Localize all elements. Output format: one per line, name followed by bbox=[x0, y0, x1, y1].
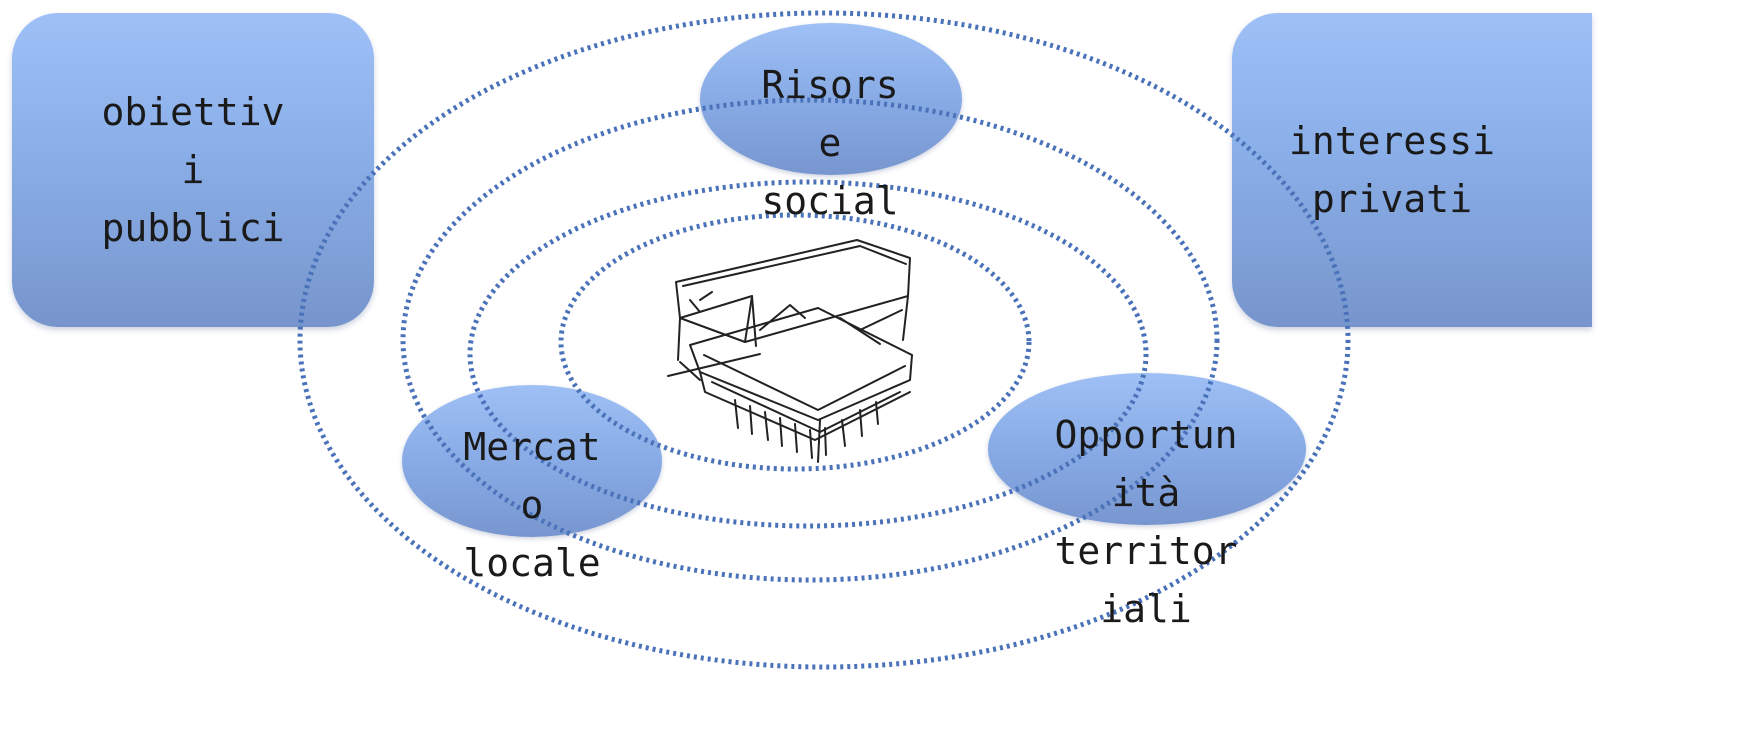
local-market-bubble bbox=[402, 385, 662, 537]
ring-second bbox=[467, 179, 1149, 529]
local-market-label: Mercat o locale bbox=[463, 425, 601, 585]
ring-inner bbox=[558, 212, 1032, 472]
social-resources-label: Risors e social bbox=[761, 63, 899, 223]
ring-third bbox=[400, 97, 1220, 583]
public-objectives-box: obiettiv i pubblici bbox=[12, 13, 374, 327]
private-interests-label: interessi privati bbox=[1289, 119, 1495, 221]
territorial-opportunities-label: Opportun ità territor iali bbox=[1054, 413, 1238, 631]
public-objectives-label: obiettiv i pubblici bbox=[101, 90, 285, 250]
ring-outer bbox=[297, 10, 1351, 670]
building-sketch-icon bbox=[667, 239, 913, 463]
private-interests-box: interessi privati bbox=[1232, 13, 1592, 327]
territorial-opportunities-bubble bbox=[988, 373, 1306, 525]
